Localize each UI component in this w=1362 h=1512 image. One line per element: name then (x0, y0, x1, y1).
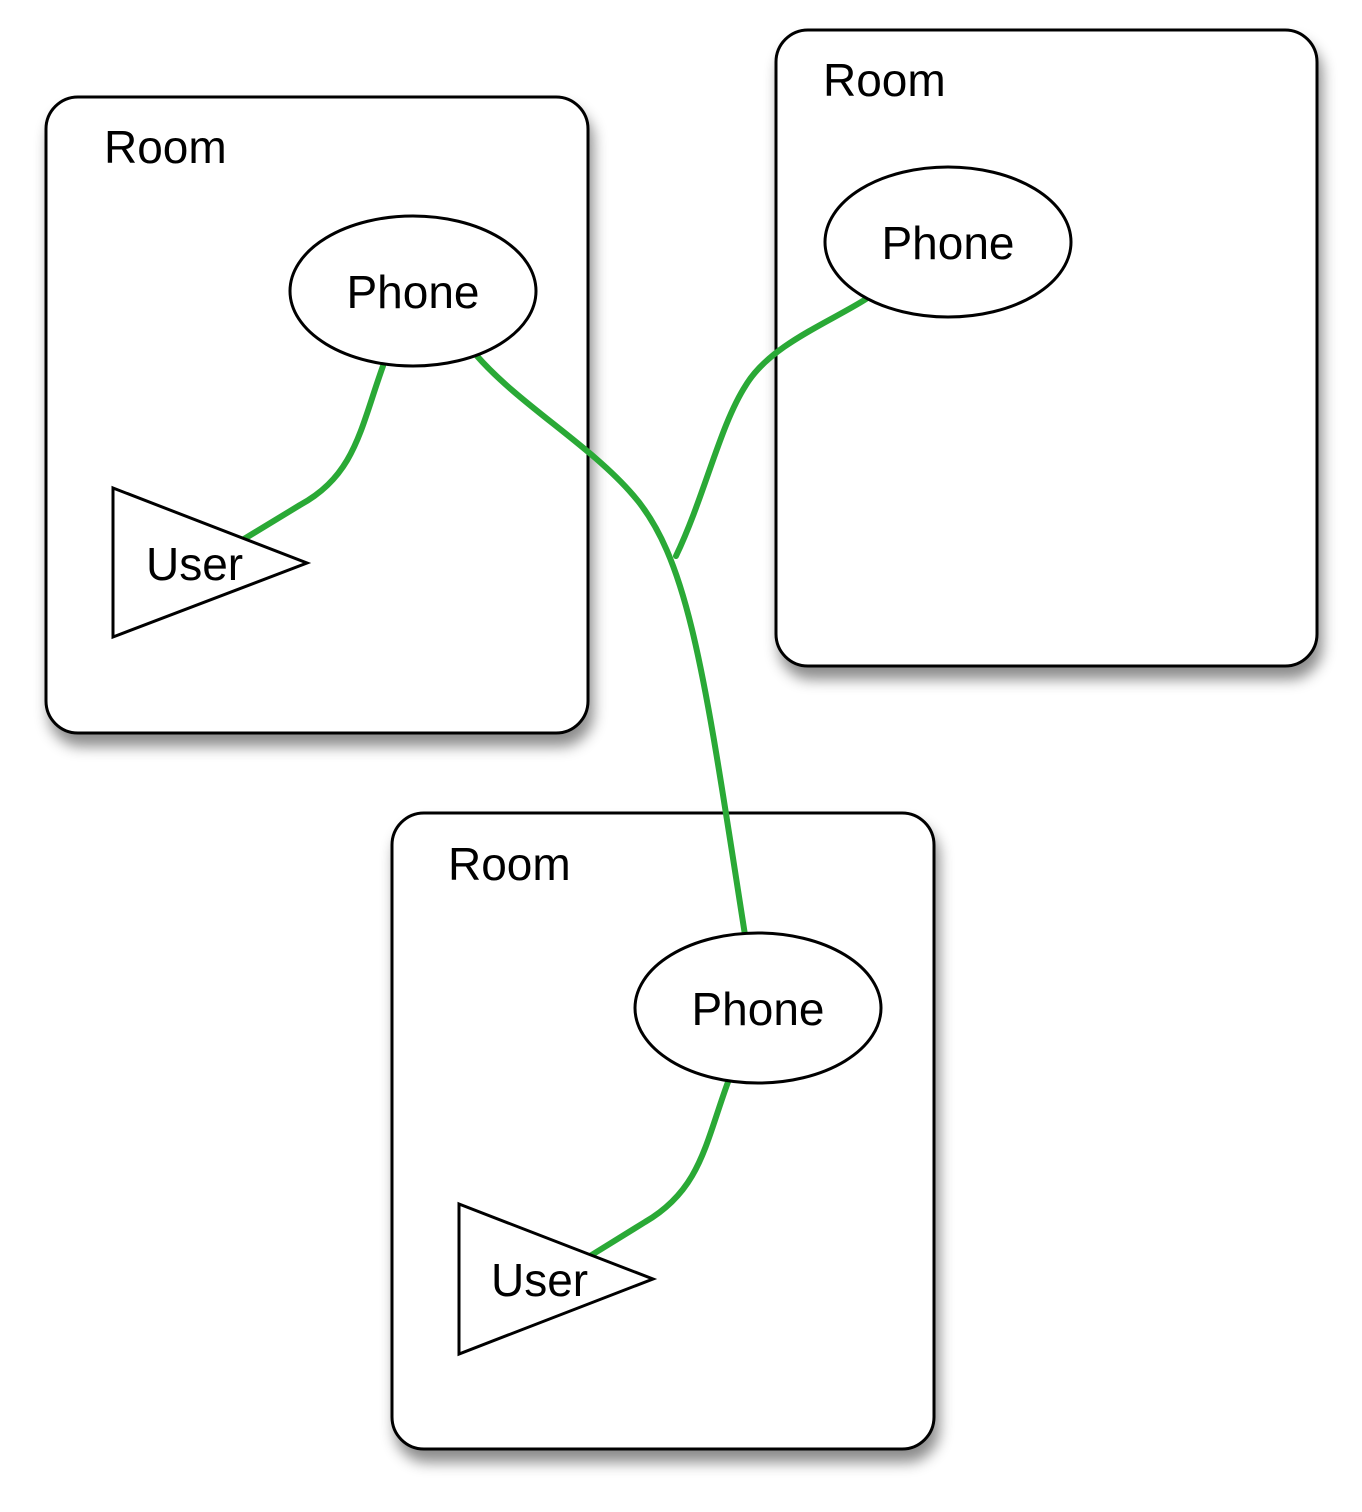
room-2-label: Room (823, 54, 946, 106)
room-2-phone-label: Phone (881, 217, 1014, 269)
wire-room1-phone-to-user (241, 363, 386, 542)
room-1-user: User (111, 485, 312, 640)
room-3-phone-label: Phone (691, 983, 824, 1035)
room-1-user-shape (111, 485, 312, 640)
room-1-user-label: User (146, 538, 243, 590)
room-3-phone-shape (633, 931, 883, 1085)
room-3-user: User (457, 1201, 658, 1357)
wire-room1-phone-to-room3-phone (474, 353, 748, 938)
room-1-label: Room (104, 121, 227, 173)
room-1: Room (44, 95, 590, 735)
room-3-user-shape (457, 1201, 658, 1357)
wire-room2-phone-to-trunk (673, 296, 869, 559)
room-3: Room (390, 811, 936, 1451)
room-1-phone-label: Phone (346, 266, 479, 318)
connections (241, 296, 869, 1259)
room-3-box (390, 811, 936, 1451)
room-2-box (774, 28, 1319, 668)
room-2-phone: Phone (823, 165, 1073, 319)
room-3-phone: Phone (633, 931, 883, 1085)
room-1-box (44, 95, 590, 735)
room-3-label: Room (448, 838, 571, 890)
room-1-phone-shape (288, 214, 538, 368)
room-3-user-label: User (491, 1254, 588, 1306)
room-2: Room (774, 28, 1319, 668)
wire-room3-phone-to-user (587, 1079, 731, 1259)
room-1-phone: Phone (288, 214, 538, 368)
room-2-phone-shape (823, 165, 1073, 319)
